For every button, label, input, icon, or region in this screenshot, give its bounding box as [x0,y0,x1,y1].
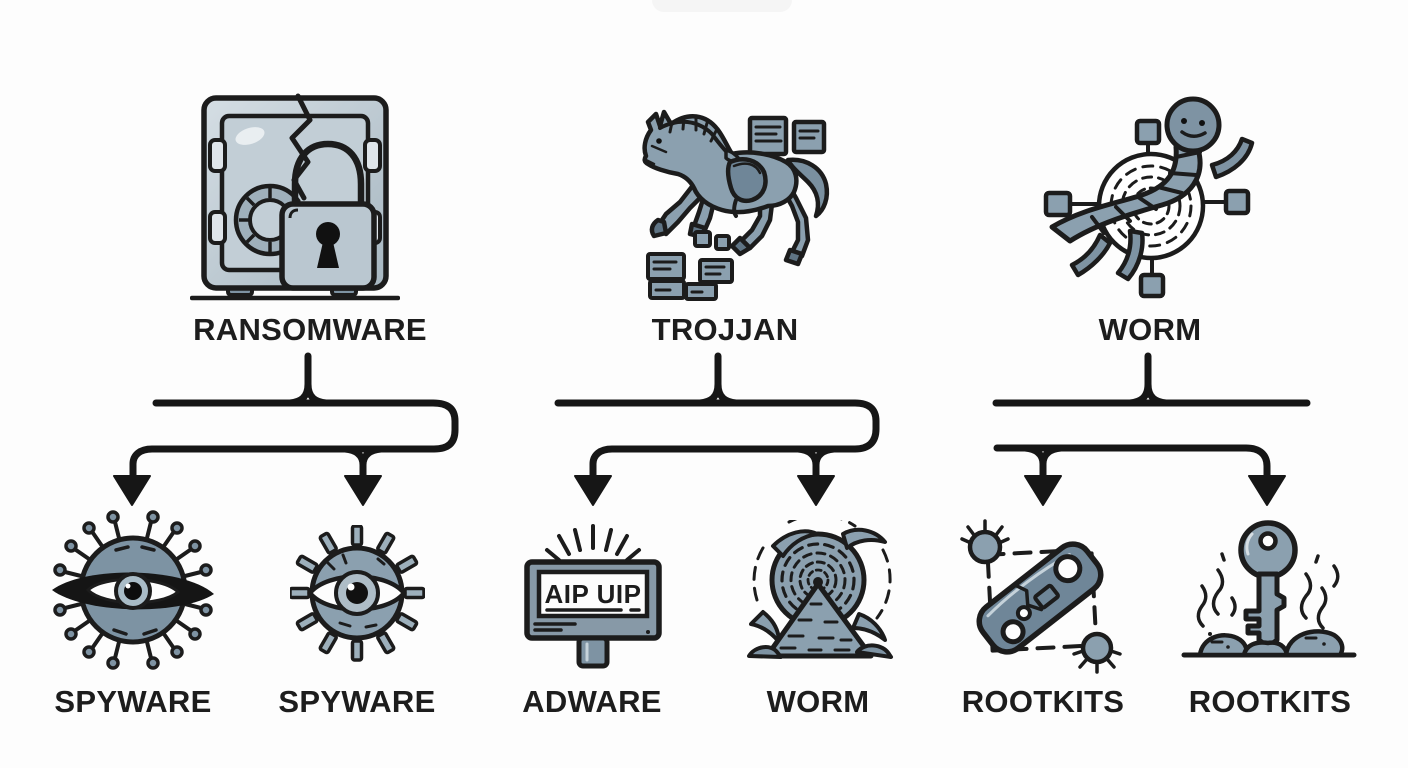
spyware-2-label: SPYWARE [278,684,436,719]
wormhole-tunnel-icon [747,520,893,659]
worm-network-icon [1043,96,1255,299]
ransomware-label: RANSOMWARE [193,312,427,347]
popup-monitor-icon: AIP UIP [524,524,662,669]
cracked-safe-padlock-icon [190,93,400,301]
adware-label: ADWARE [522,684,662,719]
rootkits-2-label: ROOTKITS [1188,684,1352,719]
rootkit-chip-icon [960,519,1122,674]
buried-key-icon [1181,520,1357,658]
cropped-top-artifact [652,0,792,12]
spyware-1-label: SPYWARE [54,684,212,719]
worm-2-label: WORM [766,684,870,719]
ransomware-branch [113,352,459,506]
worm-label: WORM [1098,312,1202,347]
spiked-eye-icon [290,525,425,662]
virus-eye-icon [52,510,214,670]
trojan-branch [554,352,880,506]
trojan-horse-icon [642,109,830,301]
worm-branch [992,352,1311,506]
rootkits-1-label: ROOTKITS [961,684,1125,719]
adware-popup-text: AIP UIP [545,579,642,609]
trojan-label: TROJJAN [651,312,799,347]
